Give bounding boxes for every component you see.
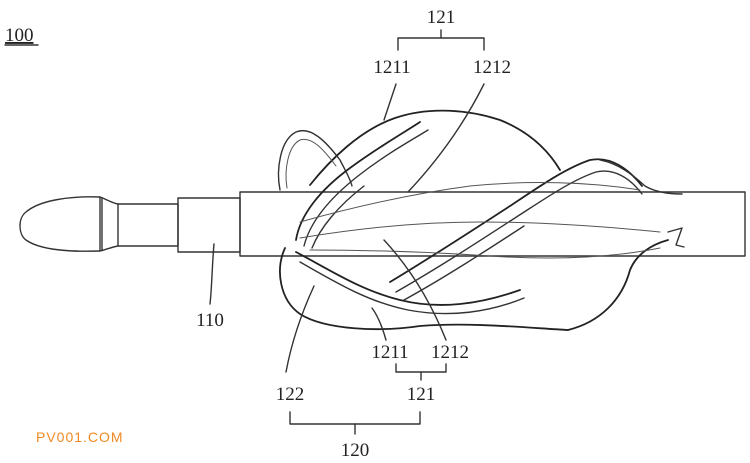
- label-top-group: 121: [427, 7, 456, 28]
- leader-122: [285, 285, 315, 373]
- label-assembly: 120: [341, 440, 370, 461]
- leader-top-1211: [383, 83, 397, 121]
- leader-lines: [209, 29, 485, 435]
- strut-1212-right-sweep: [599, 159, 683, 195]
- strut-1211-lower-band: [295, 251, 521, 306]
- shaft-neck: [99, 196, 179, 252]
- balloon-outline-lower: [279, 247, 569, 331]
- label-top-left: 1211: [373, 57, 410, 78]
- leader-top-1212: [407, 83, 485, 193]
- strut-1212-mid-line: [299, 182, 641, 223]
- strut-1211: [295, 121, 525, 315]
- label-bottom-left: 1211: [371, 342, 408, 363]
- figure-number: 100: [5, 25, 34, 46]
- shaft-middle: [177, 197, 241, 253]
- strut-1211-band-b: [303, 129, 429, 247]
- label-bottom-group: 121: [407, 384, 436, 405]
- bracket-120: [289, 411, 421, 425]
- balloon-outline-upper: [309, 109, 561, 186]
- label-top-right: 1212: [473, 57, 511, 78]
- label-bottom-right: 1212: [431, 342, 469, 363]
- balloon-outline-right: [567, 239, 669, 331]
- strut-1212-band-b: [395, 170, 643, 293]
- label-shaft: 110: [196, 310, 224, 331]
- label-balloon: 122: [276, 384, 305, 405]
- bracket-top-121: [397, 37, 485, 51]
- strut-1212-mid-line-3: [309, 247, 661, 259]
- leader-bottom-1212: [383, 239, 447, 341]
- leader-110: [209, 243, 215, 305]
- bracket-bottom-121: [395, 363, 447, 373]
- strut-1212: [299, 158, 683, 301]
- balloon-right-notch: [667, 227, 685, 248]
- strut-1212-mid-line-2: [299, 221, 661, 239]
- strut-1211-lower-band-inner: [299, 261, 525, 315]
- strut-1211-band-a: [295, 121, 421, 241]
- watermark: PV001.COM: [36, 429, 124, 445]
- shaft-tip: [19, 196, 101, 252]
- front-loop-inner: [285, 138, 337, 189]
- shaft: [19, 191, 746, 257]
- strut-1211-band-c: [311, 185, 365, 249]
- front-loop: [277, 129, 353, 191]
- strut-1212-band-c: [403, 225, 525, 301]
- leader-bottom-1211: [371, 307, 387, 341]
- strut-1212-band-a: [389, 158, 643, 283]
- balloon: [277, 109, 685, 331]
